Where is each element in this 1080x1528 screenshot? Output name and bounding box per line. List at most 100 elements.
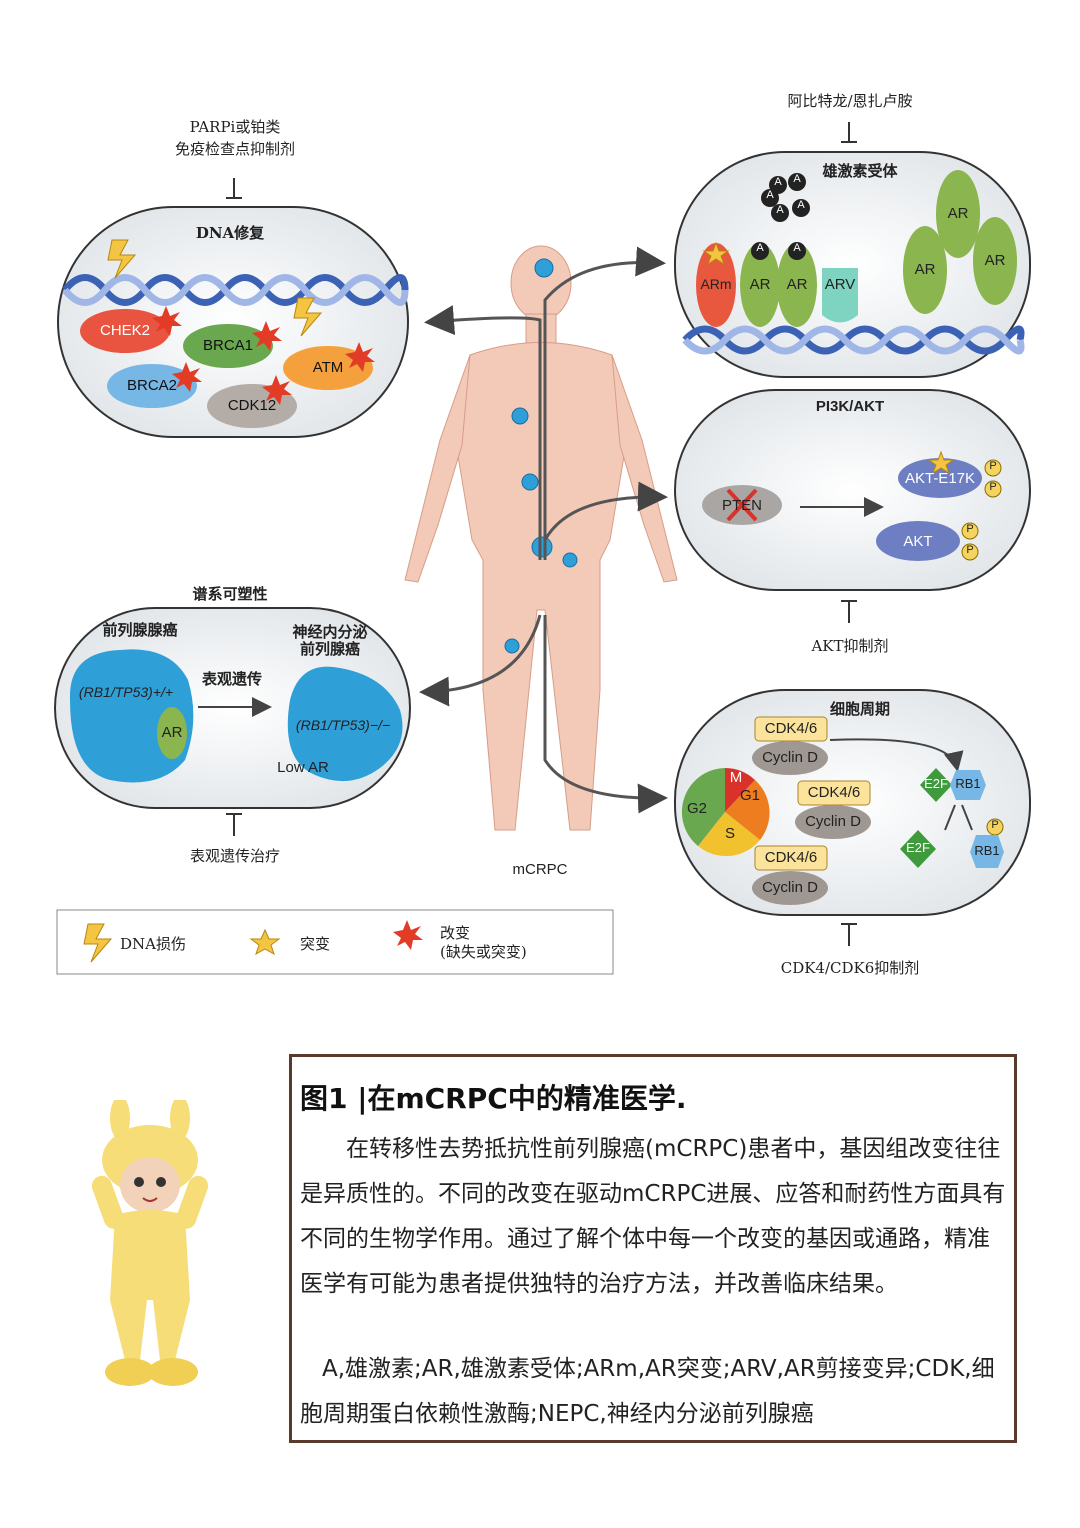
- ar-receptor: [903, 226, 947, 314]
- phospho-label: P: [991, 819, 999, 831]
- rb1-label: RB1: [955, 776, 981, 791]
- nepc-cell: [287, 666, 403, 782]
- cdk46-box: [754, 845, 828, 871]
- cdk46-label: CDK4/6: [807, 784, 861, 801]
- split-arrows: [944, 804, 973, 831]
- dna-helix-right: [682, 325, 1025, 355]
- cyclin-d-protein: [752, 871, 828, 905]
- cyclin-d-protein: [795, 805, 871, 839]
- ligand-a: A: [793, 173, 801, 185]
- rb1-tp53-wt-label: (RB1/TP53)+/+: [78, 684, 174, 700]
- lineage-title: 谱系可塑性: [192, 585, 268, 603]
- cyclin-d-label: Cyclin D: [762, 879, 818, 896]
- dna-repair-title: DNA修复: [195, 224, 265, 242]
- ar-receptor: [777, 243, 817, 327]
- ar-nucleus: [157, 707, 187, 759]
- caption-title: 图1 |在mCRPC中的精准医学.: [300, 1082, 687, 1115]
- phospho-label: P: [989, 481, 997, 493]
- alteration-burst-icon: [393, 920, 423, 950]
- legend-alteration-line1: 改变: [440, 924, 471, 942]
- deleted-x-icon: [726, 488, 758, 522]
- label-ar: AR: [786, 276, 808, 293]
- epigenetic-therapy-label: 表观遗传治疗: [189, 847, 280, 865]
- cdk46-label: CDK4/6: [764, 849, 818, 866]
- label-ar: AR: [914, 261, 936, 278]
- label-arv: ARV: [824, 276, 856, 293]
- chek2-protein: [80, 309, 170, 353]
- cdk46-label: CDK4/6: [764, 720, 818, 737]
- label-ar: AR: [749, 276, 771, 293]
- caption-paragraph-2: A,雄激素;AR,雄激素受体;ARm,AR突变;ARV,AR剪接变异;CDK,细…: [300, 1356, 995, 1427]
- phospho-label: P: [989, 460, 997, 472]
- legend-dna-damage: DNA损伤: [120, 935, 186, 953]
- cell-cycle-title: 细胞周期: [829, 700, 890, 718]
- legend-box: [56, 909, 614, 975]
- lightning-icon: [293, 297, 323, 337]
- label-arm: ARm: [700, 276, 732, 292]
- label-ar: AR: [984, 252, 1006, 269]
- arv-receptor: [822, 268, 858, 323]
- phase-g2-label: G2: [686, 800, 707, 817]
- cdk46-box: [797, 780, 871, 806]
- alteration-burst-icon: [152, 306, 375, 405]
- cyclin-d-label: Cyclin D: [762, 749, 818, 766]
- lightning-icon: [83, 923, 113, 963]
- akt-e17k-label: AKT-E17K: [904, 470, 976, 487]
- caption-box: 图1 |在mCRPC中的精准医学. 在转移性去势抵抗性前列腺癌(mCRPC)患者…: [289, 1054, 1017, 1443]
- ligand-a: A: [756, 242, 764, 254]
- caption-paragraph-1: 在转移性去势抵抗性前列腺癌(mCRPC)患者中，基因组改变往往是异质性的。不同的…: [300, 1136, 1006, 1297]
- ligand-a: A: [766, 189, 774, 201]
- ar-receptor: [740, 243, 780, 327]
- mcrpc-body-label: mCRPC: [512, 861, 568, 878]
- ligand-a: A: [793, 242, 801, 254]
- cell-cycle-wheel: [681, 768, 770, 857]
- inhibitor-bar-icon: [226, 122, 857, 946]
- rb1-label: RB1: [974, 843, 1000, 858]
- cdk46-box: [754, 716, 828, 742]
- tumor-icon: [504, 258, 578, 654]
- nepc-label-line2: 前列腺癌: [299, 640, 360, 658]
- pten-label: PTEN: [721, 497, 762, 514]
- diagram-graphics: [54, 122, 1031, 975]
- mutation-star-icon: [702, 241, 730, 266]
- body-connector-arrows: [419, 246, 668, 814]
- phase-m-label: M: [729, 769, 743, 786]
- gene-label-chek2: CHEK2: [99, 322, 151, 339]
- ar-panel-title: 雄激素受体: [822, 162, 898, 180]
- akt-protein: [876, 521, 960, 561]
- ar-receptor: [973, 217, 1017, 305]
- phase-g1-label: G1: [739, 787, 760, 804]
- nepc-label-line1: 神经内分泌: [292, 623, 368, 641]
- dna-helix-left: [62, 274, 409, 306]
- mutation-star-icon: [249, 928, 281, 956]
- akt-label: AKT: [903, 533, 933, 550]
- dna-repair-drug-line1: PARPi或铂类: [189, 118, 281, 136]
- mutation-star-icon: [927, 450, 955, 475]
- mascot-figure: [91, 1100, 209, 1386]
- e2f-label: E2F: [906, 840, 930, 855]
- gene-label-brca1: BRCA1: [202, 337, 254, 354]
- dna-repair-drug-line2: 免疫检查点抑制剂: [174, 140, 295, 158]
- ligand-a: A: [776, 204, 784, 216]
- e2f-rb1-complex-rb1: [950, 770, 986, 800]
- gene-label-brca2: BRCA2: [126, 377, 178, 394]
- label-ar: AR: [947, 205, 969, 222]
- gene-label-cdk12: CDK12: [227, 397, 277, 414]
- androgen-ligand-group: [751, 173, 810, 260]
- ligand-a: A: [797, 199, 805, 211]
- cyclin-d-label: Cyclin D: [805, 813, 861, 830]
- ligand-a: A: [774, 176, 782, 188]
- e2f-label: E2F: [924, 776, 948, 791]
- lightning-icon: [107, 239, 137, 279]
- brca1-protein: [183, 324, 273, 368]
- arm-receptor: [696, 243, 736, 327]
- epigenetic-arrow-label: 表观遗传: [201, 670, 262, 688]
- legend-mutation: 突变: [300, 935, 331, 953]
- rb1-tp53-null-label: (RB1/TP53)−/−: [295, 717, 391, 733]
- e2f-rb1-complex-e2f: [920, 768, 952, 802]
- pi3k-title: PI3K/AKT: [815, 398, 885, 415]
- cyclin-d-protein: [752, 741, 828, 775]
- adenocarcinoma-label: 前列腺腺癌: [102, 621, 178, 639]
- low-ar-label: Low AR: [277, 759, 329, 776]
- legend-alteration-line2: (缺失或突变): [440, 943, 527, 961]
